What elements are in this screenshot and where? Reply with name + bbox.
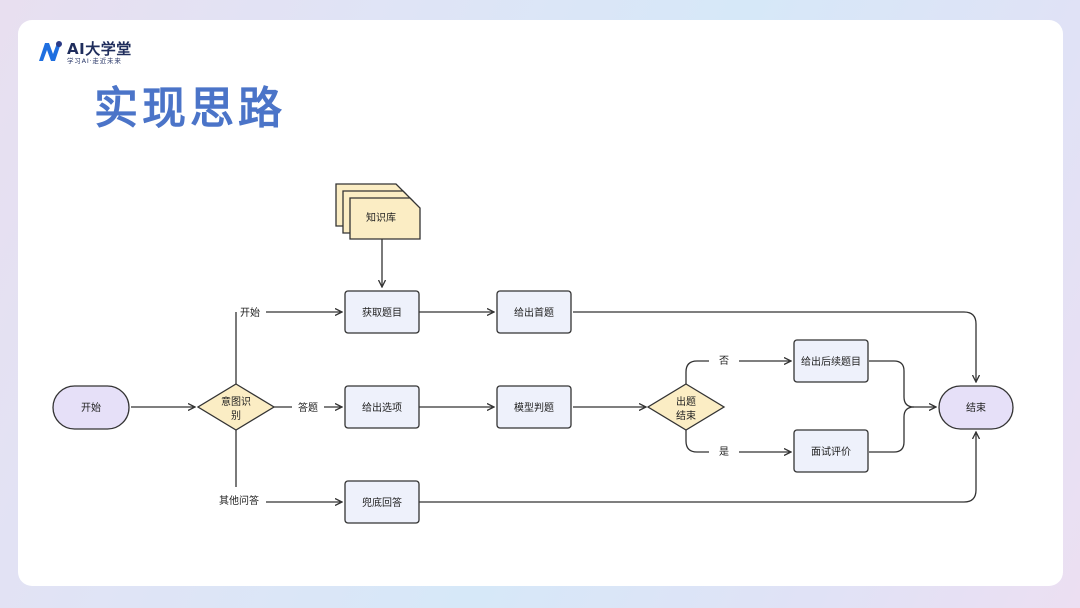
give-options-label: 给出选项: [362, 401, 402, 414]
edge-label-other: 其他问答: [219, 494, 259, 507]
page-title: 实现思路: [94, 83, 286, 134]
next-question-label: 给出后续题目: [801, 355, 861, 368]
get-question-label: 获取题目: [362, 307, 402, 319]
edge-fallback-to-end: [419, 432, 976, 503]
edge-label-start: 开始: [240, 306, 260, 319]
model-judge-label: 模型判题: [514, 401, 554, 414]
intent-decision-node: 意图识 别: [196, 383, 276, 431]
finish-label-line1: 出题: [676, 395, 696, 408]
interview-eval-node: 面试评价: [793, 429, 869, 473]
fallback-label: 兜底回答: [362, 496, 402, 509]
logo: AI大学堂 学习AI·走近未来: [38, 38, 148, 66]
model-judge-node: 模型判题: [496, 385, 572, 429]
get-question-node: 获取题目: [344, 290, 420, 334]
logo-text: AI大学堂: [67, 40, 132, 58]
finish-decision-node: 出题 结束: [646, 383, 726, 431]
intent-label-line2: 别: [231, 410, 241, 422]
edge-label-answer: 答题: [298, 401, 318, 414]
end-node-label: 结束: [966, 401, 986, 414]
interview-eval-label: 面试评价: [811, 445, 851, 458]
knowledge-base-label: 知识库: [366, 211, 396, 224]
start-node: 开始: [52, 385, 130, 430]
start-node-label: 开始: [81, 401, 101, 414]
edges: [131, 238, 976, 502]
logo-mark-icon: [39, 41, 62, 61]
give-options-node: 给出选项: [344, 385, 420, 429]
first-question-node: 给出首题: [496, 290, 572, 334]
intent-label-line1: 意图识: [221, 395, 251, 408]
finish-label-line2: 结束: [676, 409, 696, 422]
logo-tagline: 学习AI·走近未来: [67, 57, 122, 65]
edge-eval-to-end: [869, 406, 915, 453]
fallback-node: 兜底回答: [344, 480, 420, 524]
first-question-label: 给出首题: [514, 306, 554, 319]
edge-label-no: 否: [719, 355, 729, 367]
next-question-node: 给出后续题目: [793, 339, 869, 383]
knowledge-base-node: 知识库: [335, 183, 421, 240]
edge-next-to-end: [869, 360, 936, 407]
edge-decision-down: [685, 430, 709, 453]
end-node: 结束: [938, 385, 1014, 430]
edge-first-to-end: [573, 311, 976, 382]
edge-label-yes: 是: [719, 446, 729, 458]
edge-decision-up: [685, 360, 709, 384]
